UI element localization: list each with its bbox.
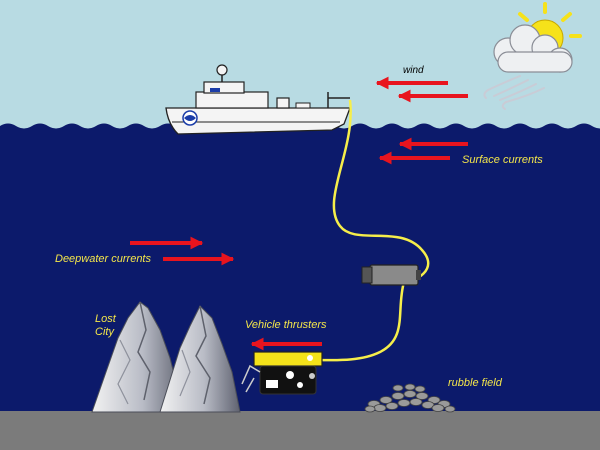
rubble-field-label: rubble field <box>448 377 502 389</box>
vehicle-thrusters-label: Vehicle thrusters <box>245 319 327 331</box>
ocean <box>0 123 600 450</box>
lost-city-label-line1: Lost <box>95 313 116 325</box>
wind-gust-icon <box>483 75 545 110</box>
wind-label: wind <box>403 65 424 76</box>
research-ship-icon <box>165 64 351 135</box>
cloud-icon <box>493 24 573 73</box>
lost-city-spires-icon <box>91 301 241 413</box>
rubble-field-icon <box>364 383 456 413</box>
lost-city-label-line2: City <box>95 326 114 338</box>
seafloor <box>0 411 600 450</box>
surface-currents-label: Surface currents <box>462 154 543 166</box>
rov-vehicle-icon <box>241 351 323 395</box>
deepwater-currents-label: Deepwater currents <box>55 253 151 265</box>
tether-cable <box>317 99 430 362</box>
camera-sled-icon <box>361 264 421 286</box>
